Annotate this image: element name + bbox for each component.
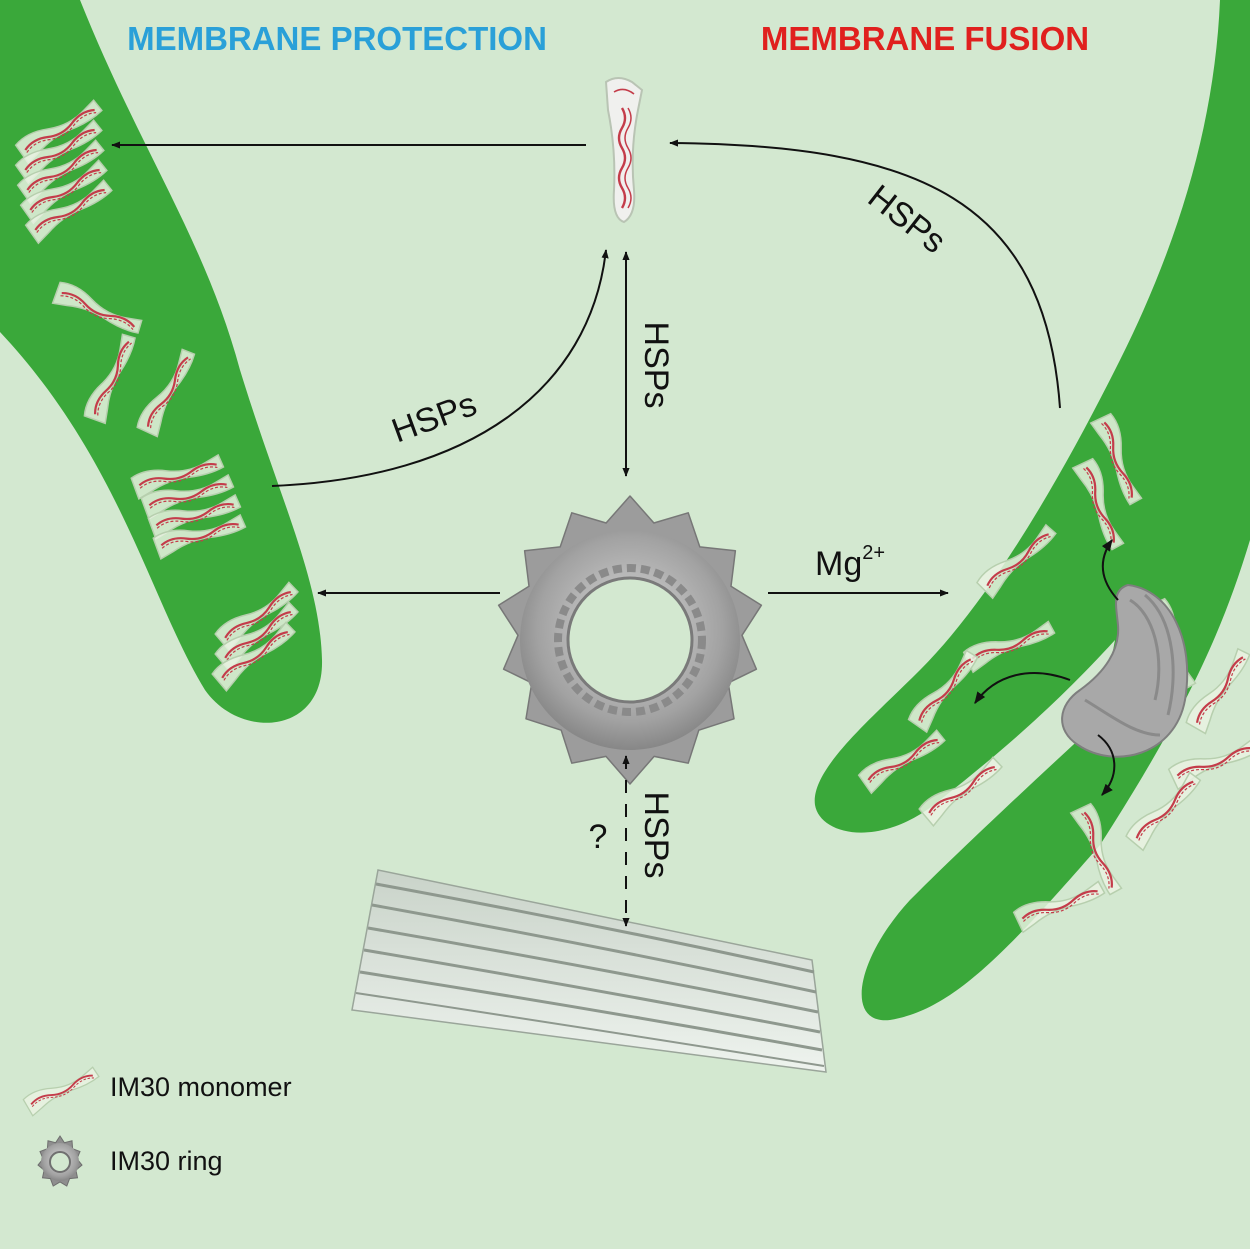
legend: IM30 monomer IM30 ring <box>21 1063 292 1187</box>
arrows <box>111 139 1119 927</box>
heading-membrane-fusion: MEMBRANE FUSION <box>761 20 1089 57</box>
label-mg-charge: 2+ <box>862 542 885 564</box>
label-hsps-bottom-dashed: HSPs <box>637 792 675 879</box>
im30-monomer-top <box>604 77 644 224</box>
arrow-left-membrane-to-top <box>271 249 609 487</box>
im30-ring-side-view <box>1061 583 1189 758</box>
legend-ring-icon <box>37 1135 83 1187</box>
right-membrane <box>814 0 1250 1021</box>
arrow-release-left <box>974 672 1071 704</box>
left-membrane <box>0 0 323 723</box>
heading-membrane-protection: MEMBRANE PROTECTION <box>127 20 547 57</box>
legend-monomer-icon <box>21 1063 104 1118</box>
label-mg-base: Mg <box>815 545 862 583</box>
im30-rod-structure <box>351 869 827 1073</box>
label-mg: Mg2+ <box>815 542 885 583</box>
label-hsps-center-vertical: HSPs <box>637 322 675 409</box>
legend-ring-label: IM30 ring <box>110 1146 223 1176</box>
legend-monomer-label: IM30 monomer <box>110 1072 292 1102</box>
arrow-release-up <box>1101 539 1119 601</box>
im30-ring <box>497 495 763 785</box>
arrow-release-down <box>1097 734 1116 796</box>
arrow-right-membrane-to-top <box>669 139 1061 409</box>
label-question: ? <box>589 818 608 856</box>
